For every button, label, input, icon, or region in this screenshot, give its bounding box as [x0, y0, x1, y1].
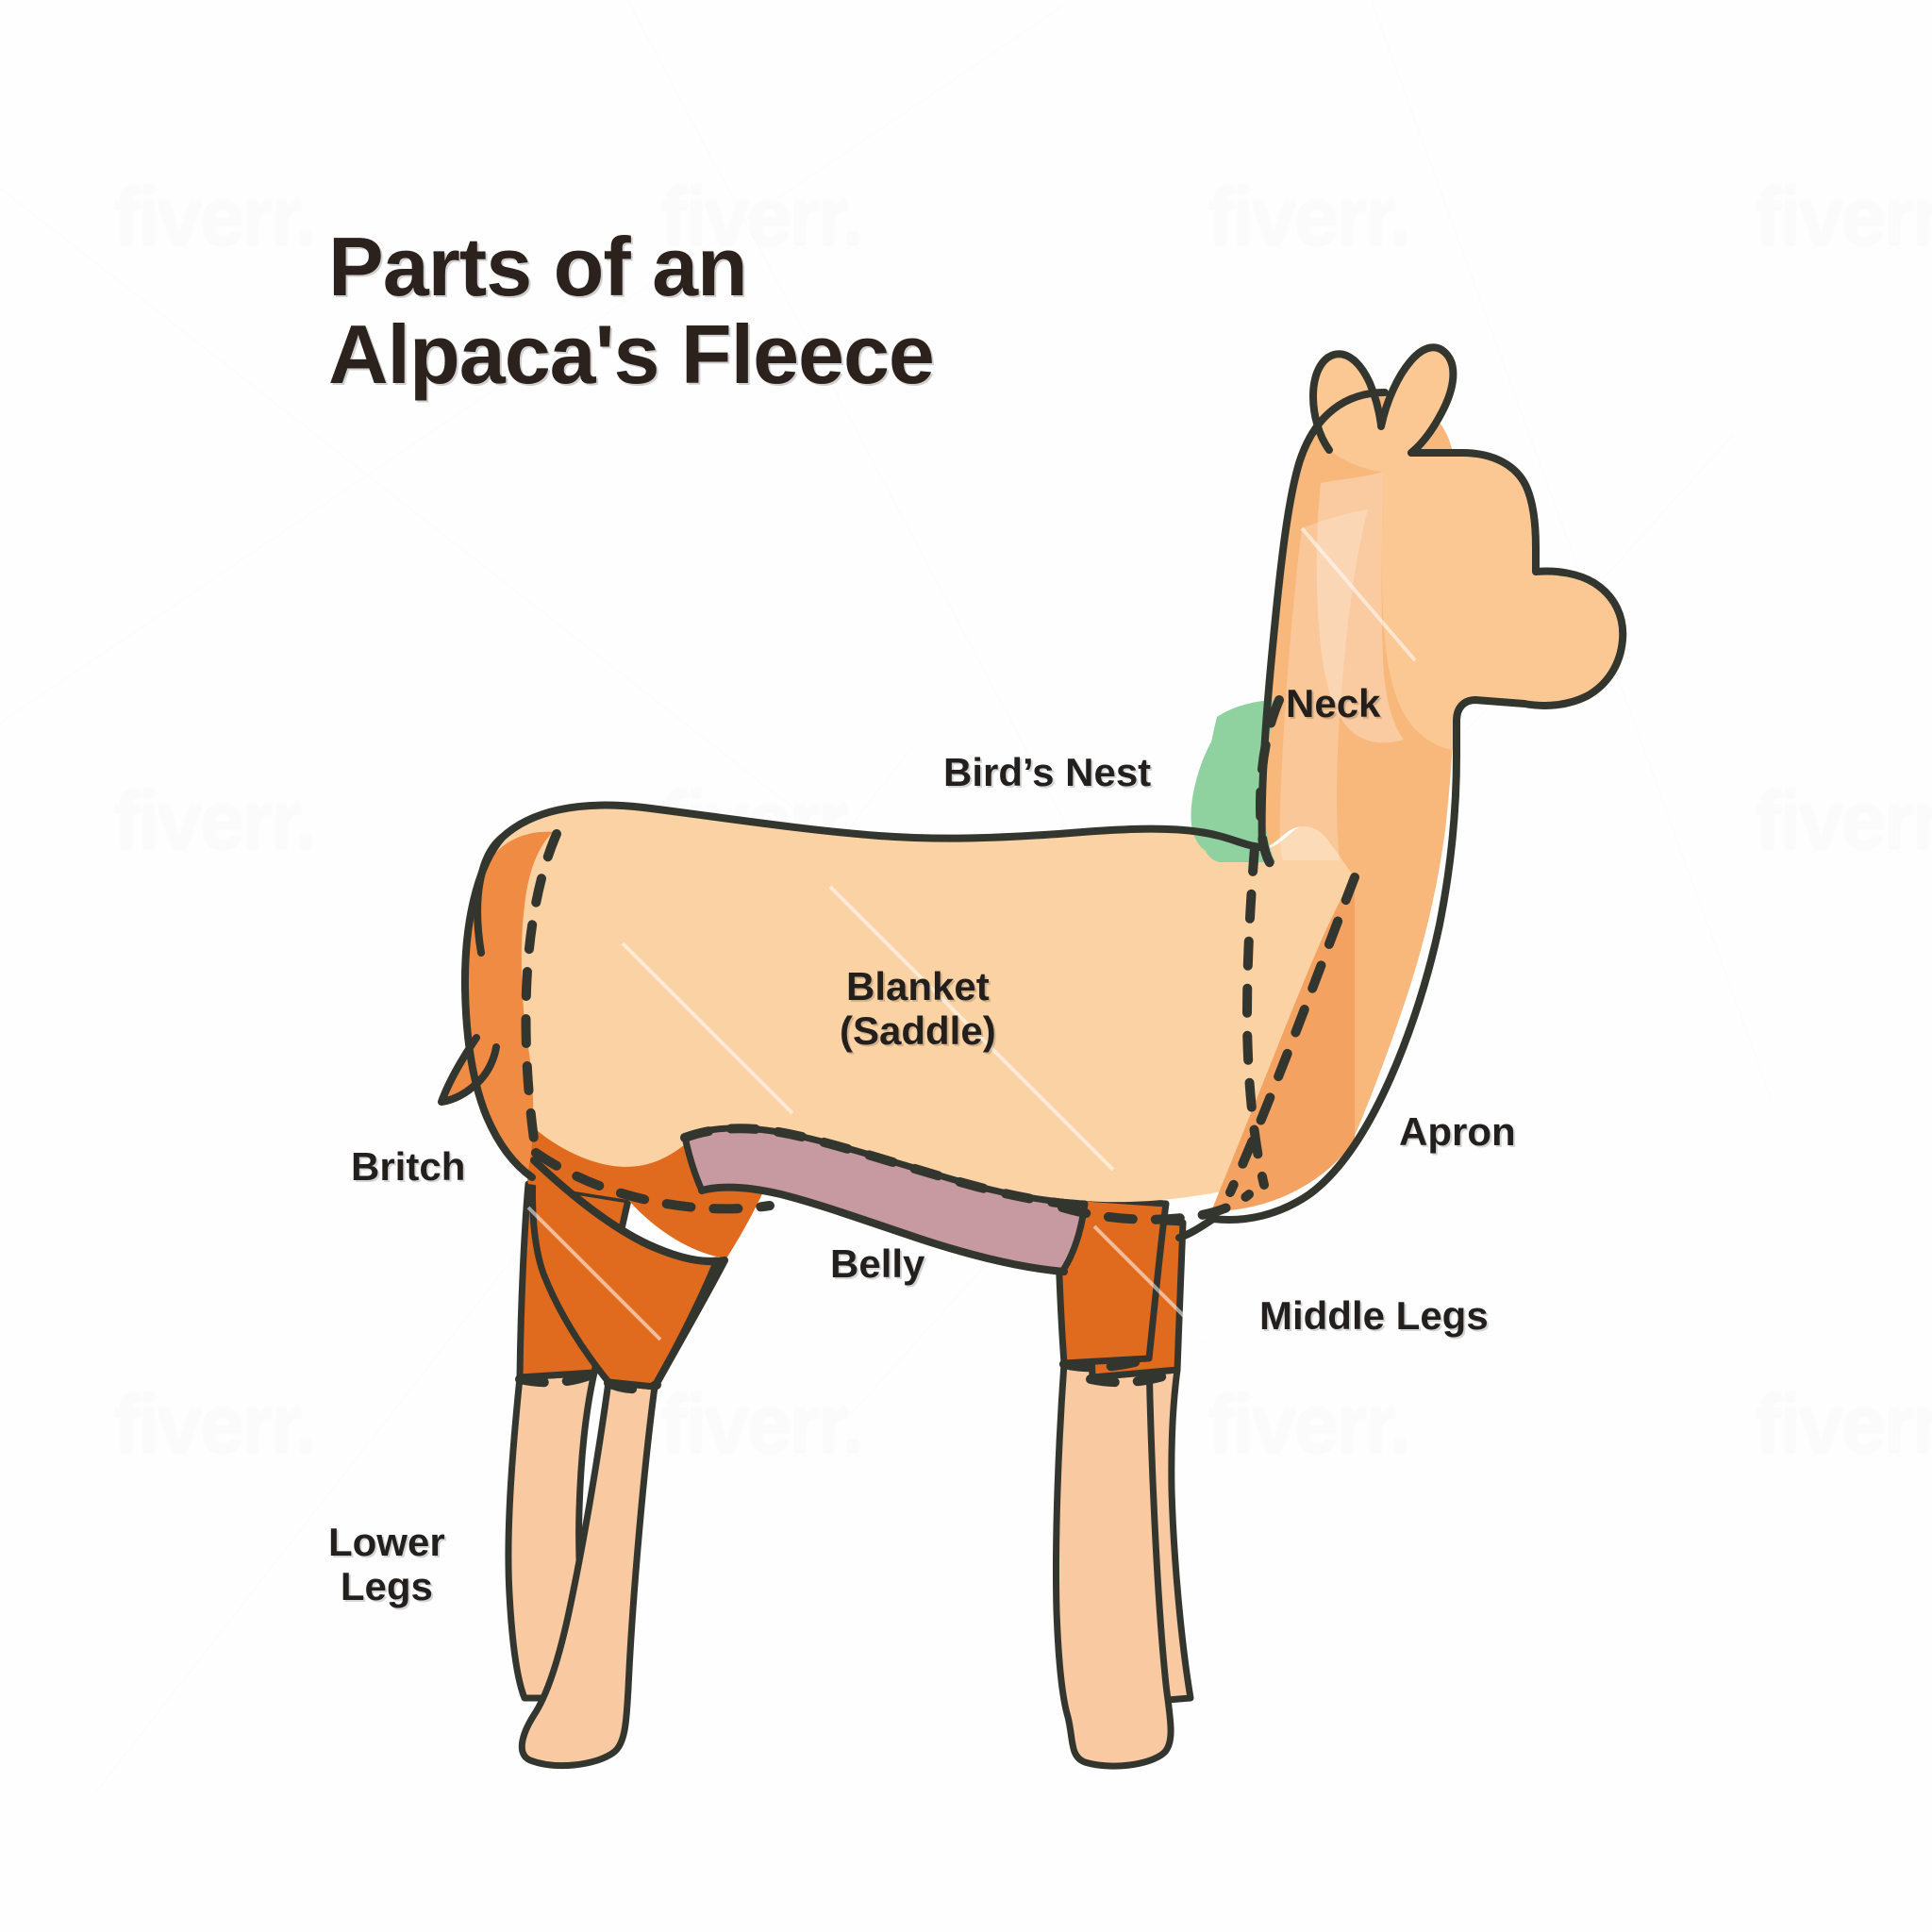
label-lower-legs: Lower Legs — [328, 1520, 445, 1609]
label-apron: Apron — [1399, 1109, 1516, 1154]
region-lower-legs — [505, 1355, 1194, 1770]
page-title: Parts of an Alpaca's Fleece — [328, 220, 935, 402]
label-birds-nest: Bird’s Nest — [943, 750, 1152, 794]
label-belly: Belly — [830, 1241, 925, 1286]
label-britch: Britch — [351, 1144, 466, 1189]
title-line-2: Alpaca's Fleece — [328, 308, 935, 402]
title-line-1: Parts of an — [328, 220, 748, 313]
label-neck: Neck — [1286, 681, 1381, 725]
label-blanket-saddle: Blanket (Saddle) — [840, 964, 996, 1054]
label-middle-legs: Middle Legs — [1259, 1293, 1489, 1338]
